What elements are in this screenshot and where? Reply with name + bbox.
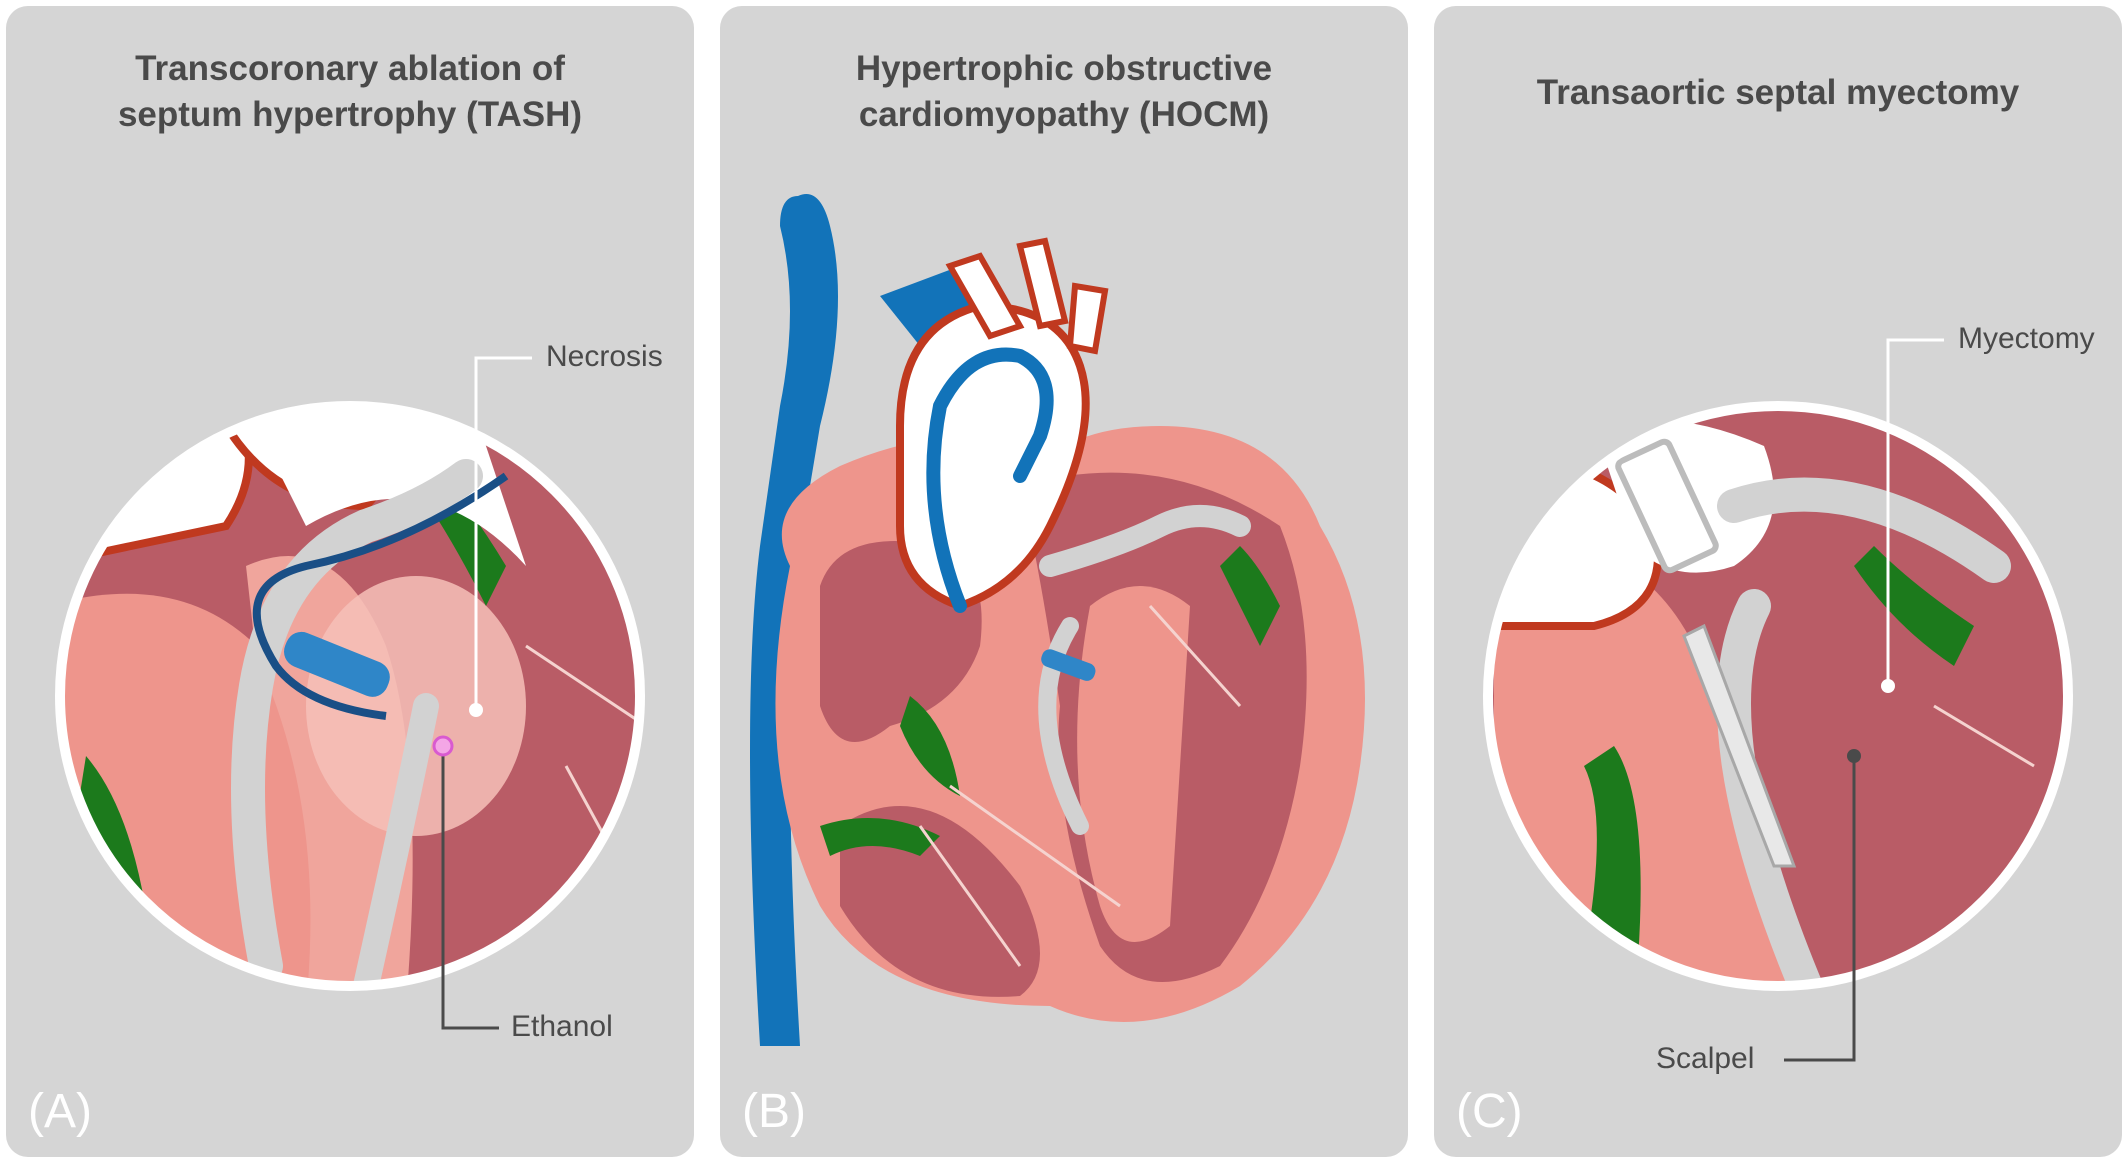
catheter-path [926,347,1054,613]
zoom-circle-rim [55,401,645,991]
panel-a-title-line2: septum hypertrophy (TASH) [117,95,583,134]
myectomy-leader [1886,338,1944,686]
hocm-heart-illustration [750,194,1365,1046]
forceps [1615,438,1719,574]
aortic-branch-1 [945,252,1025,340]
septal-branch-b [1038,617,1089,835]
tricuspid-green [900,696,960,796]
panel-b-title-line2: cardiomyopathy (HOCM) [858,95,1270,134]
coronary-artery [231,459,483,983]
necrosis-marker [469,703,483,717]
scalpel-marker [1847,749,1861,763]
panel-a-label: (A) [28,1085,92,1138]
chord-b-3 [1148,604,1242,708]
callout-myectomy: Myectomy [1958,322,2095,355]
zoom-circle-c-rim [1483,401,2073,991]
ethanol-leader [441,746,499,1030]
guide-wire [252,472,509,720]
aortic-branch-2 [1016,237,1069,330]
mitral-green [1220,546,1280,646]
coronary-b [1039,505,1251,577]
panel-a: Transcoronary ablation of septum hypertr… [6,6,694,1157]
tash-zoom-illustration [55,356,645,1030]
myectomy-marker [1881,679,1895,693]
ethanol-marker [432,735,454,757]
callout-ethanol: Ethanol [511,1010,613,1043]
panel-b-title-line1: Hypertrophic obstructive [855,49,1273,88]
callout-necrosis: Necrosis [546,340,663,373]
right-ventricle [840,806,1040,997]
panel-c-label: (C) [1456,1085,1523,1138]
panel-c-title: Transaortic septal myectomy [1536,73,2020,112]
scalpel-blade [1682,623,1797,868]
scalpel-leader [1784,756,1856,1062]
chord-line-1 [525,644,640,728]
vena-cava [750,194,838,1046]
balloon-b [1041,649,1096,681]
valve-green-c [1854,546,1974,666]
balloon-catheter [284,631,390,697]
panel-a-title-line1: Transcoronary ablation of [135,49,565,88]
callout-scalpel: Scalpel [1656,1042,1755,1075]
lower-green [820,818,940,856]
aortic-branch-3 [1066,282,1109,355]
panel-c: Transaortic septal myectomy Myectomy Sca… [1434,6,2122,1157]
panel-b-label: (B) [742,1085,806,1138]
coronary-c [1717,477,2011,583]
panel-b: Hypertrophic obstructive cardiomyopathy … [720,6,1408,1157]
myectomy-zoom-illustration [1483,338,2073,1062]
chord-b-2 [918,825,1022,967]
necrosis-leader [474,356,532,710]
chord-c-1 [1933,704,2035,768]
septal-branch [353,693,439,986]
chord-b-1 [949,784,1121,908]
hypertrophic-septum [1077,586,1190,942]
